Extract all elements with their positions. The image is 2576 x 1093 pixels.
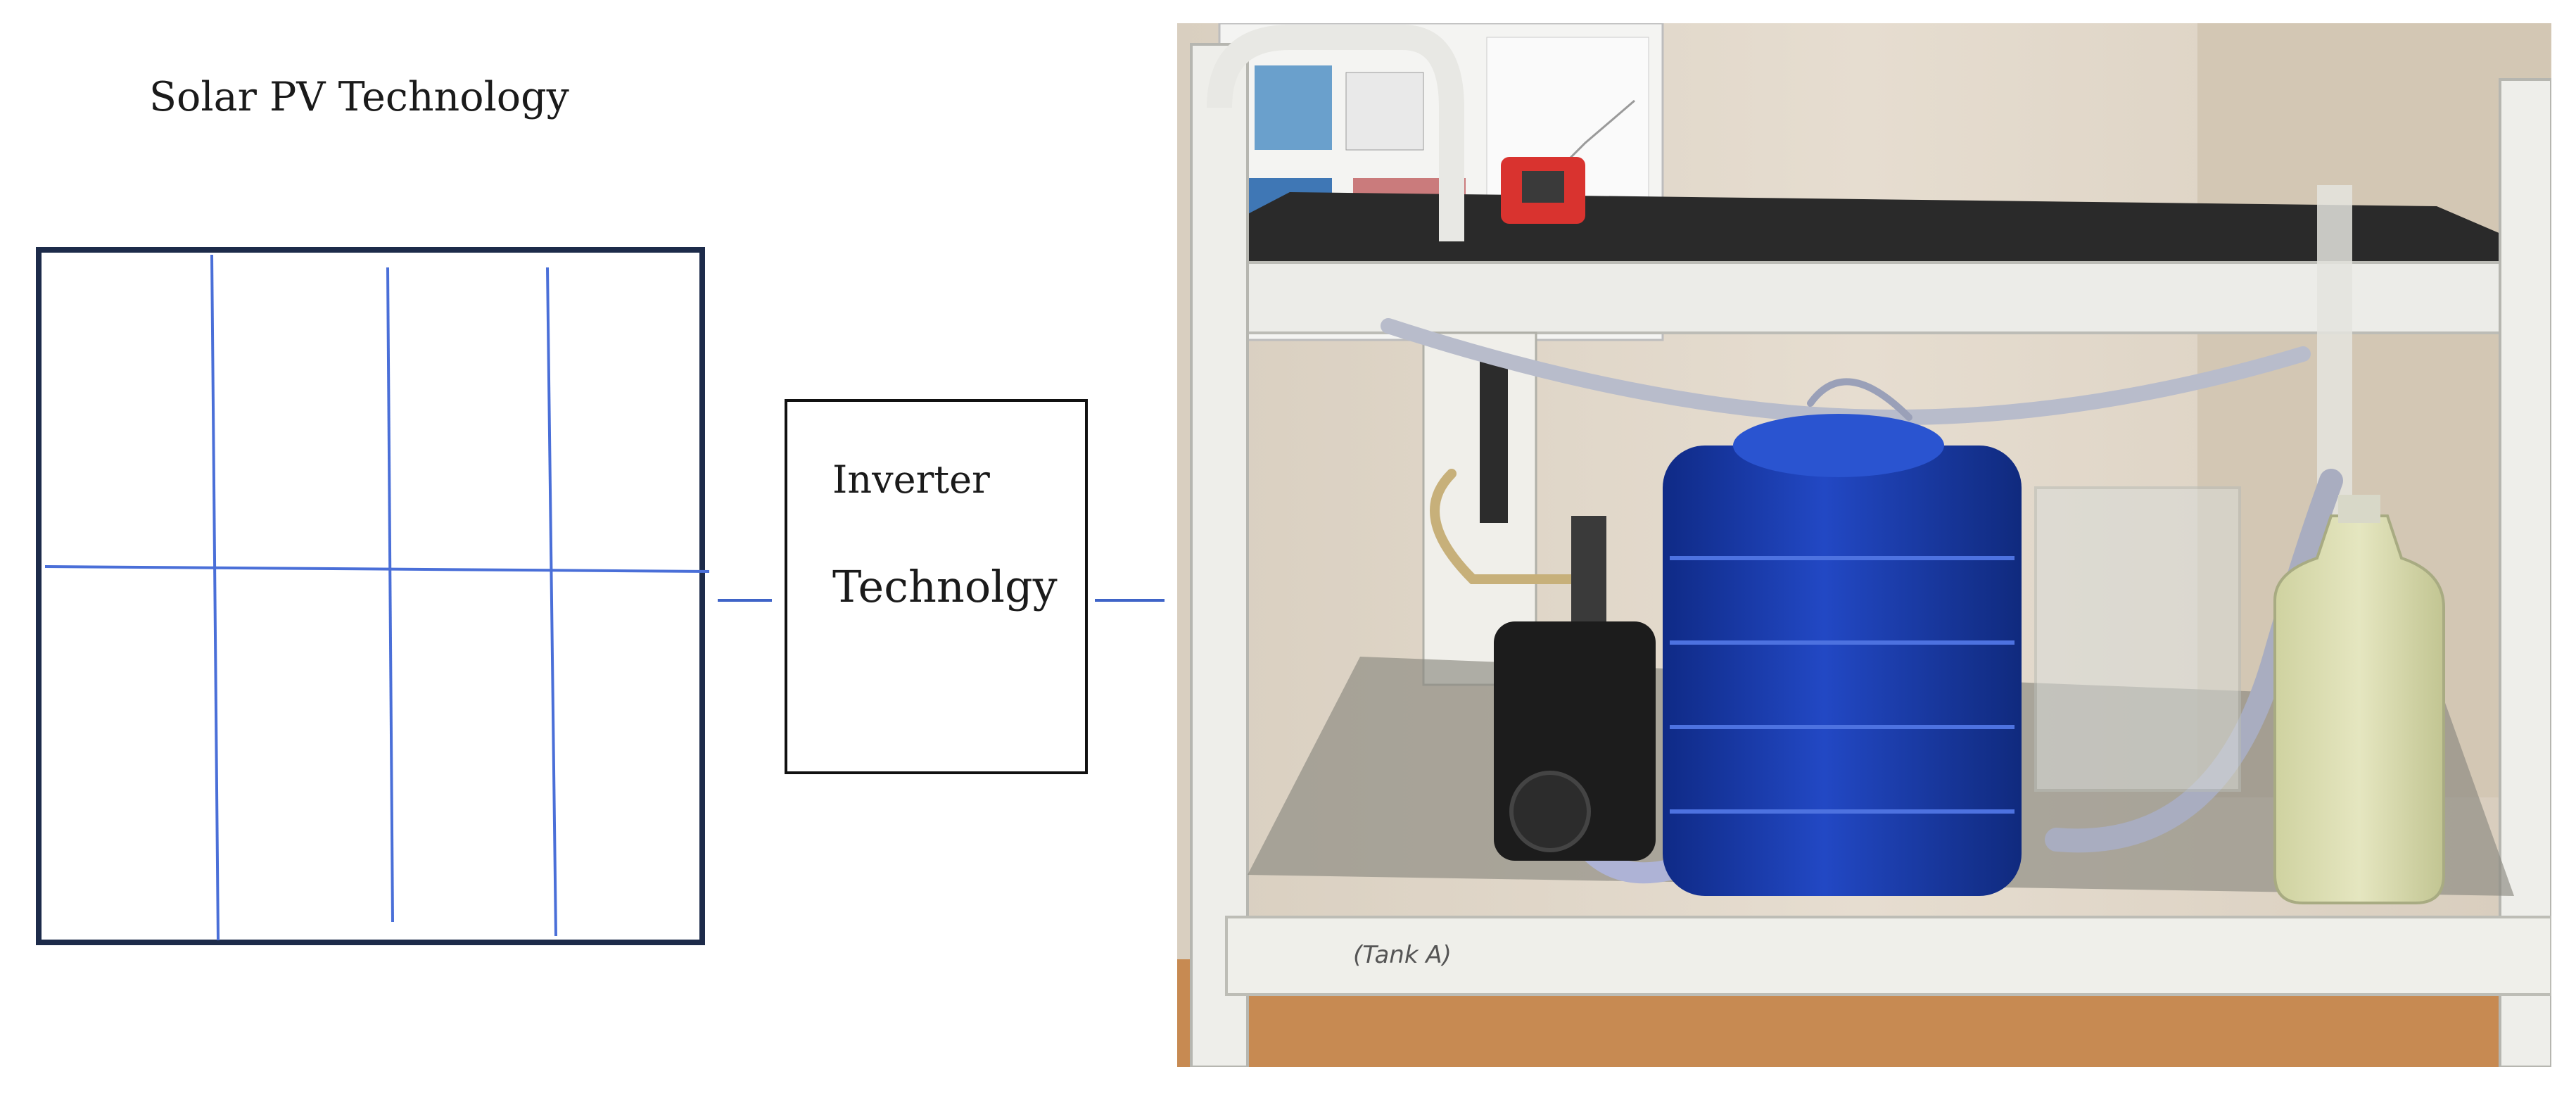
inverter-label-line1: Inverter — [832, 457, 990, 502]
storage-box — [2036, 488, 2240, 790]
pump-outlet — [1571, 516, 1606, 621]
panel-vertical-line-2 — [388, 267, 393, 922]
liquid-bottle — [2275, 516, 2444, 903]
inverter-label-line2: Technolgy — [832, 561, 1058, 612]
wall-box-slot — [1480, 354, 1508, 523]
poster-figure-2 — [1346, 72, 1423, 150]
panel-vertical-line-1 — [212, 255, 218, 940]
handwritten-label: (Tank A) — [1353, 941, 1452, 969]
panel-vertical-line-3 — [547, 267, 556, 936]
left-post — [1191, 44, 1248, 1067]
panel-horizontal-line — [45, 567, 709, 571]
poster-figure-1 — [1255, 65, 1332, 150]
tank-cap — [1733, 414, 1944, 477]
blue-water-tank — [1663, 446, 2022, 896]
red-device-window — [1522, 171, 1564, 203]
experimental-setup-photo: (Tank A) — [1177, 23, 2551, 1067]
pump-intake — [1511, 773, 1589, 850]
bottle-cap — [2338, 495, 2380, 523]
